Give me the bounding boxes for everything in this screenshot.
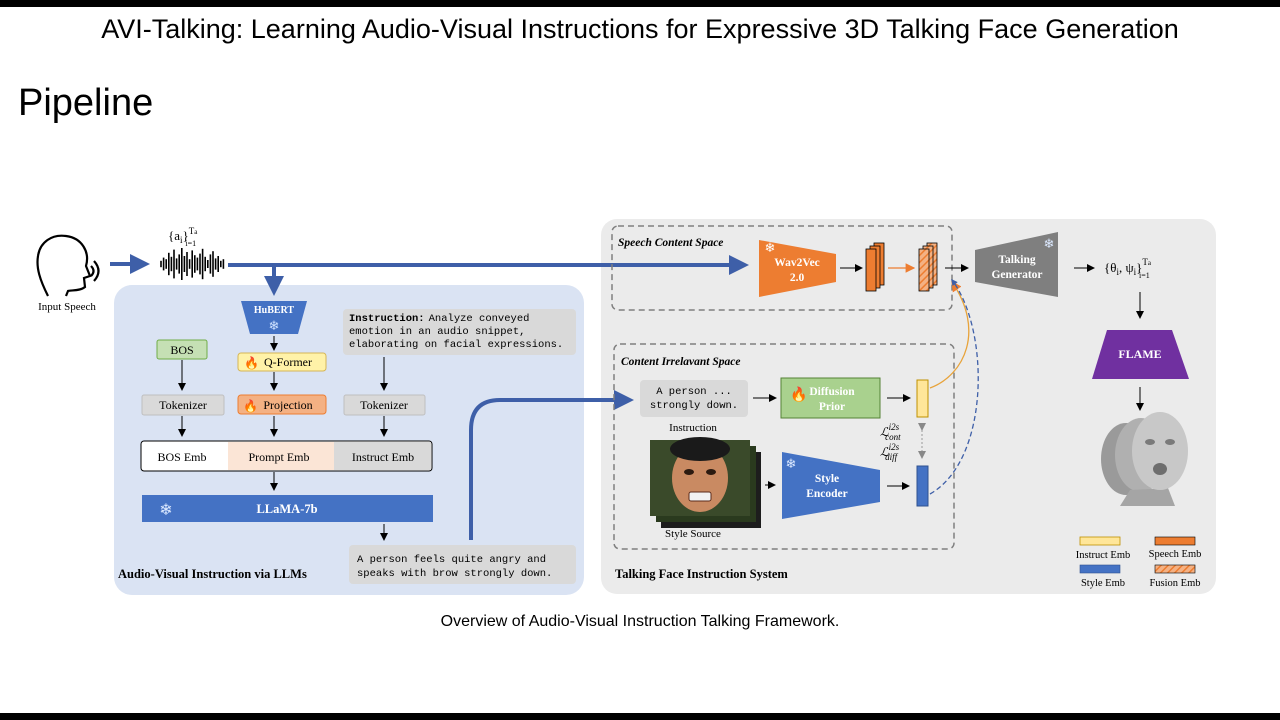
diffusion-label-2: Prior bbox=[819, 401, 845, 413]
input-speech-label: Input Speech bbox=[38, 301, 96, 313]
wav2vec-block bbox=[759, 240, 836, 297]
instruction-caption: Instruction bbox=[669, 422, 717, 434]
style-source-images bbox=[650, 437, 761, 528]
talking-generator-block bbox=[975, 232, 1058, 297]
tokenizer-right-label: Tokenizer bbox=[360, 398, 408, 412]
legend: Instruct Emb Speech Emb Style Emb Fusion… bbox=[1076, 536, 1202, 589]
generator-label-2: Generator bbox=[991, 269, 1042, 281]
generated-instruction-line-1: A person feels quite angry and bbox=[357, 554, 546, 566]
instruction-to-system-arrow bbox=[469, 390, 634, 540]
instruction-line-2: emotion in an audio snippet, bbox=[349, 326, 525, 338]
speech-content-space-label: Speech Content Space bbox=[618, 237, 723, 249]
bos-block bbox=[156, 339, 208, 360]
short-instruction-line-1: A person ... bbox=[656, 386, 732, 398]
instruction-line-3: elaborating on facial expressions. bbox=[349, 339, 563, 351]
instruct-emb-cell bbox=[334, 442, 431, 470]
hubert-label: HuBERT bbox=[254, 305, 295, 316]
prompt-emb-label: Prompt Emb bbox=[248, 450, 309, 464]
generator-label-1: Talking bbox=[998, 254, 1036, 266]
section-heading: Pipeline bbox=[18, 82, 154, 124]
generated-instruction-line-2: speaks with brow strongly down. bbox=[357, 568, 552, 580]
speaking-head-icon bbox=[36, 234, 100, 297]
prompt-emb-cell bbox=[228, 442, 334, 470]
snowflake-icon: ❄ bbox=[786, 456, 797, 471]
style-emb-token bbox=[916, 465, 929, 507]
projection-label: Projection bbox=[263, 398, 312, 412]
flame-model-block bbox=[1092, 330, 1189, 379]
style-to-fusion-arrow bbox=[929, 278, 979, 495]
slide-title: AVI-Talking: Learning Audio-Visual Instr… bbox=[101, 14, 1179, 44]
diffusion-prior-block bbox=[780, 377, 881, 419]
short-instruction-box bbox=[640, 380, 748, 417]
content-irrelevant-space-label: Content Irrelavant Space bbox=[621, 356, 740, 368]
instruction-line-1: Instruction:Analyze conveyed bbox=[349, 313, 529, 325]
style-source-label: Style Source bbox=[665, 528, 721, 540]
wav2vec-label-1: Wav2Vec bbox=[774, 257, 820, 269]
instruct-emb-token bbox=[916, 379, 929, 418]
snowflake-icon: ❄ bbox=[269, 318, 280, 333]
snowflake-icon: ❄ bbox=[159, 502, 172, 519]
legend-style: Style Emb bbox=[1081, 578, 1125, 589]
projection-block bbox=[237, 394, 327, 415]
wav2vec-label-2: 2.0 bbox=[790, 272, 805, 284]
instruct-emb-label: Instruct Emb bbox=[352, 450, 414, 464]
snowflake-icon: ❄ bbox=[765, 240, 776, 255]
style-encoder-label-1: Style bbox=[815, 473, 839, 485]
legend-instruct: Instruct Emb bbox=[1076, 550, 1131, 561]
top-bar bbox=[0, 0, 1280, 7]
flame-icon: 🔥 bbox=[244, 356, 259, 370]
generated-instruction-box bbox=[349, 545, 576, 584]
left-panel-label: Audio-Visual Instruction via LLMs bbox=[118, 567, 307, 581]
bos-emb-label: BOS Emb bbox=[157, 450, 206, 464]
instruction-box bbox=[343, 309, 576, 355]
legend-speech: Speech Emb bbox=[1149, 549, 1202, 560]
tokenizer-left-label: Tokenizer bbox=[159, 398, 207, 412]
flame-icon: 🔥 bbox=[243, 399, 258, 413]
instruct-to-fusion-arrow bbox=[929, 280, 970, 389]
audio-waveform bbox=[160, 248, 225, 280]
short-instruction-line-2: strongly down. bbox=[650, 400, 738, 412]
flame-model-label: FLAME bbox=[1118, 347, 1161, 361]
fusion-emb-stack bbox=[918, 242, 938, 292]
qformer-block bbox=[237, 352, 327, 372]
flame-icon: 🔥 bbox=[790, 386, 807, 403]
tokenizer-left-block bbox=[141, 394, 225, 416]
content-irrelevant-space bbox=[613, 343, 955, 550]
llama-block bbox=[142, 495, 433, 522]
hubert-block bbox=[241, 301, 307, 334]
3d-face-meshes bbox=[1101, 412, 1188, 506]
qformer-label: Q-Former bbox=[264, 355, 312, 369]
llama-label: LLaMA-7b bbox=[256, 502, 317, 516]
right-panel-label: Talking Face Instruction System bbox=[615, 567, 788, 581]
figure-caption: Overview of Audio-Visual Instruction Tal… bbox=[440, 613, 840, 630]
style-encoder-label-2: Encoder bbox=[806, 488, 848, 500]
snowflake-icon: ❄ bbox=[1044, 236, 1055, 251]
bos-label: BOS bbox=[170, 343, 193, 357]
speech-emb-stack bbox=[865, 242, 885, 292]
bottom-bar bbox=[0, 713, 1280, 720]
tokenizer-right-block bbox=[343, 394, 426, 416]
style-encoder-block bbox=[782, 452, 880, 519]
diffusion-label-1: Diffusion bbox=[809, 386, 855, 398]
legend-fusion: Fusion Emb bbox=[1149, 578, 1200, 589]
